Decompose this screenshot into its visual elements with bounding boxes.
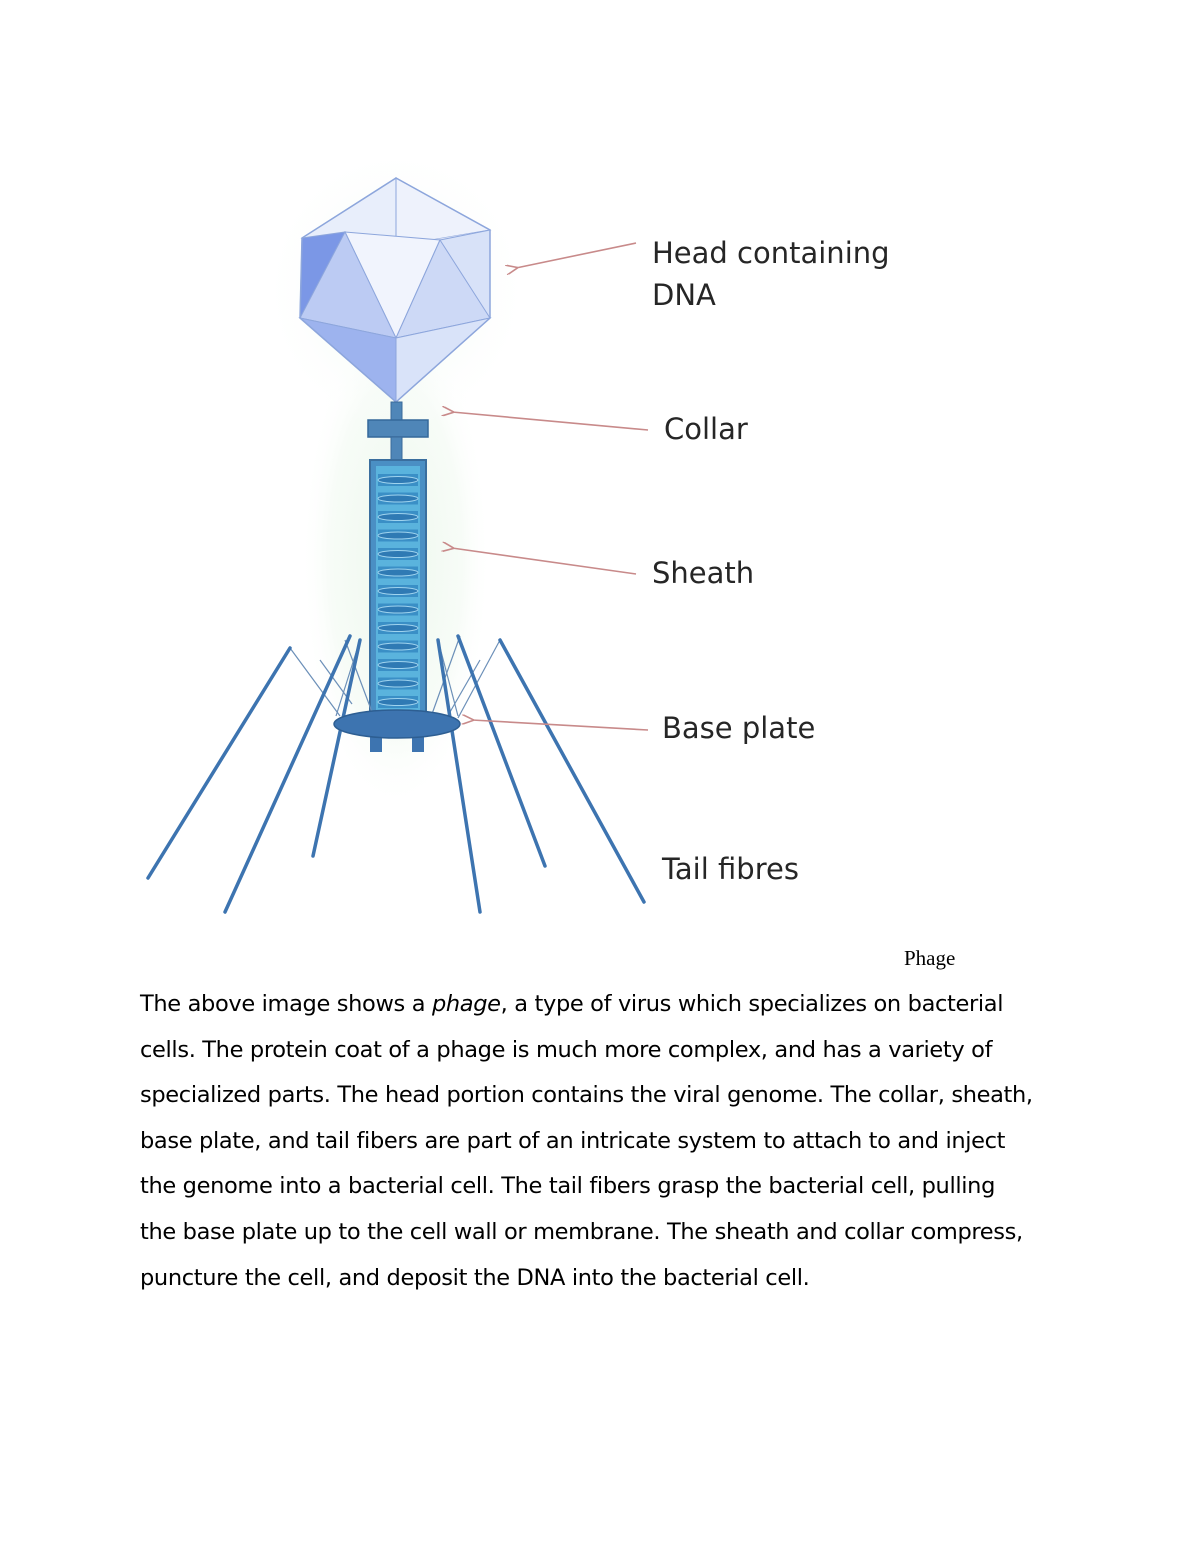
sheath-ring xyxy=(378,680,418,687)
paragraph-line: the base plate up to the cell wall or me… xyxy=(140,1210,1080,1256)
sheath-ring xyxy=(378,699,418,706)
figure-caption: Phage xyxy=(904,946,955,971)
label-head-dna: DNA xyxy=(652,278,716,312)
sheath-ring xyxy=(378,643,418,650)
label-base-plate: Base plate xyxy=(662,711,815,745)
sheath-ring xyxy=(378,588,418,595)
sheath-ring xyxy=(378,495,418,502)
label-tail-fibres: Tail fibres xyxy=(661,852,799,886)
base-plate-arrow xyxy=(472,720,648,730)
paragraph-text: The above image shows a xyxy=(140,991,432,1017)
sheath-ring xyxy=(378,551,418,558)
sheath-ring xyxy=(378,606,418,613)
label-collar: Collar xyxy=(664,412,748,446)
head-arrow xyxy=(516,243,636,268)
italic-term: phage xyxy=(432,991,501,1017)
sheath-ring xyxy=(378,477,418,484)
paragraph-line: the genome into a bacterial cell. The ta… xyxy=(140,1164,1080,1210)
paragraph-line: cells. The protein coat of a phage is mu… xyxy=(140,1028,1080,1074)
paragraph-line: base plate, and tail fibers are part of … xyxy=(140,1119,1080,1165)
body-paragraph: The above image shows a phage, a type of… xyxy=(140,982,1080,1301)
sheath-ring xyxy=(378,625,418,632)
paragraph-text: , a type of virus which specializes on b… xyxy=(501,991,1003,1017)
sheath-ring xyxy=(378,532,418,539)
sheath-ring xyxy=(378,569,418,576)
label-head: Head containing xyxy=(652,236,890,270)
paragraph-line: The above image shows a phage, a type of… xyxy=(140,982,1080,1028)
sheath-ring xyxy=(378,662,418,669)
collar-arrow xyxy=(452,412,648,430)
label-sheath: Sheath xyxy=(652,556,754,590)
phage-sheath xyxy=(370,460,426,720)
paragraph-line: puncture the cell, and deposit the DNA i… xyxy=(140,1256,1080,1302)
phage-diagram: Head containing DNA Collar Sheath Base p… xyxy=(0,0,1200,940)
sheath-ring xyxy=(378,514,418,521)
paragraph-line: specialized parts. The head portion cont… xyxy=(140,1073,1080,1119)
